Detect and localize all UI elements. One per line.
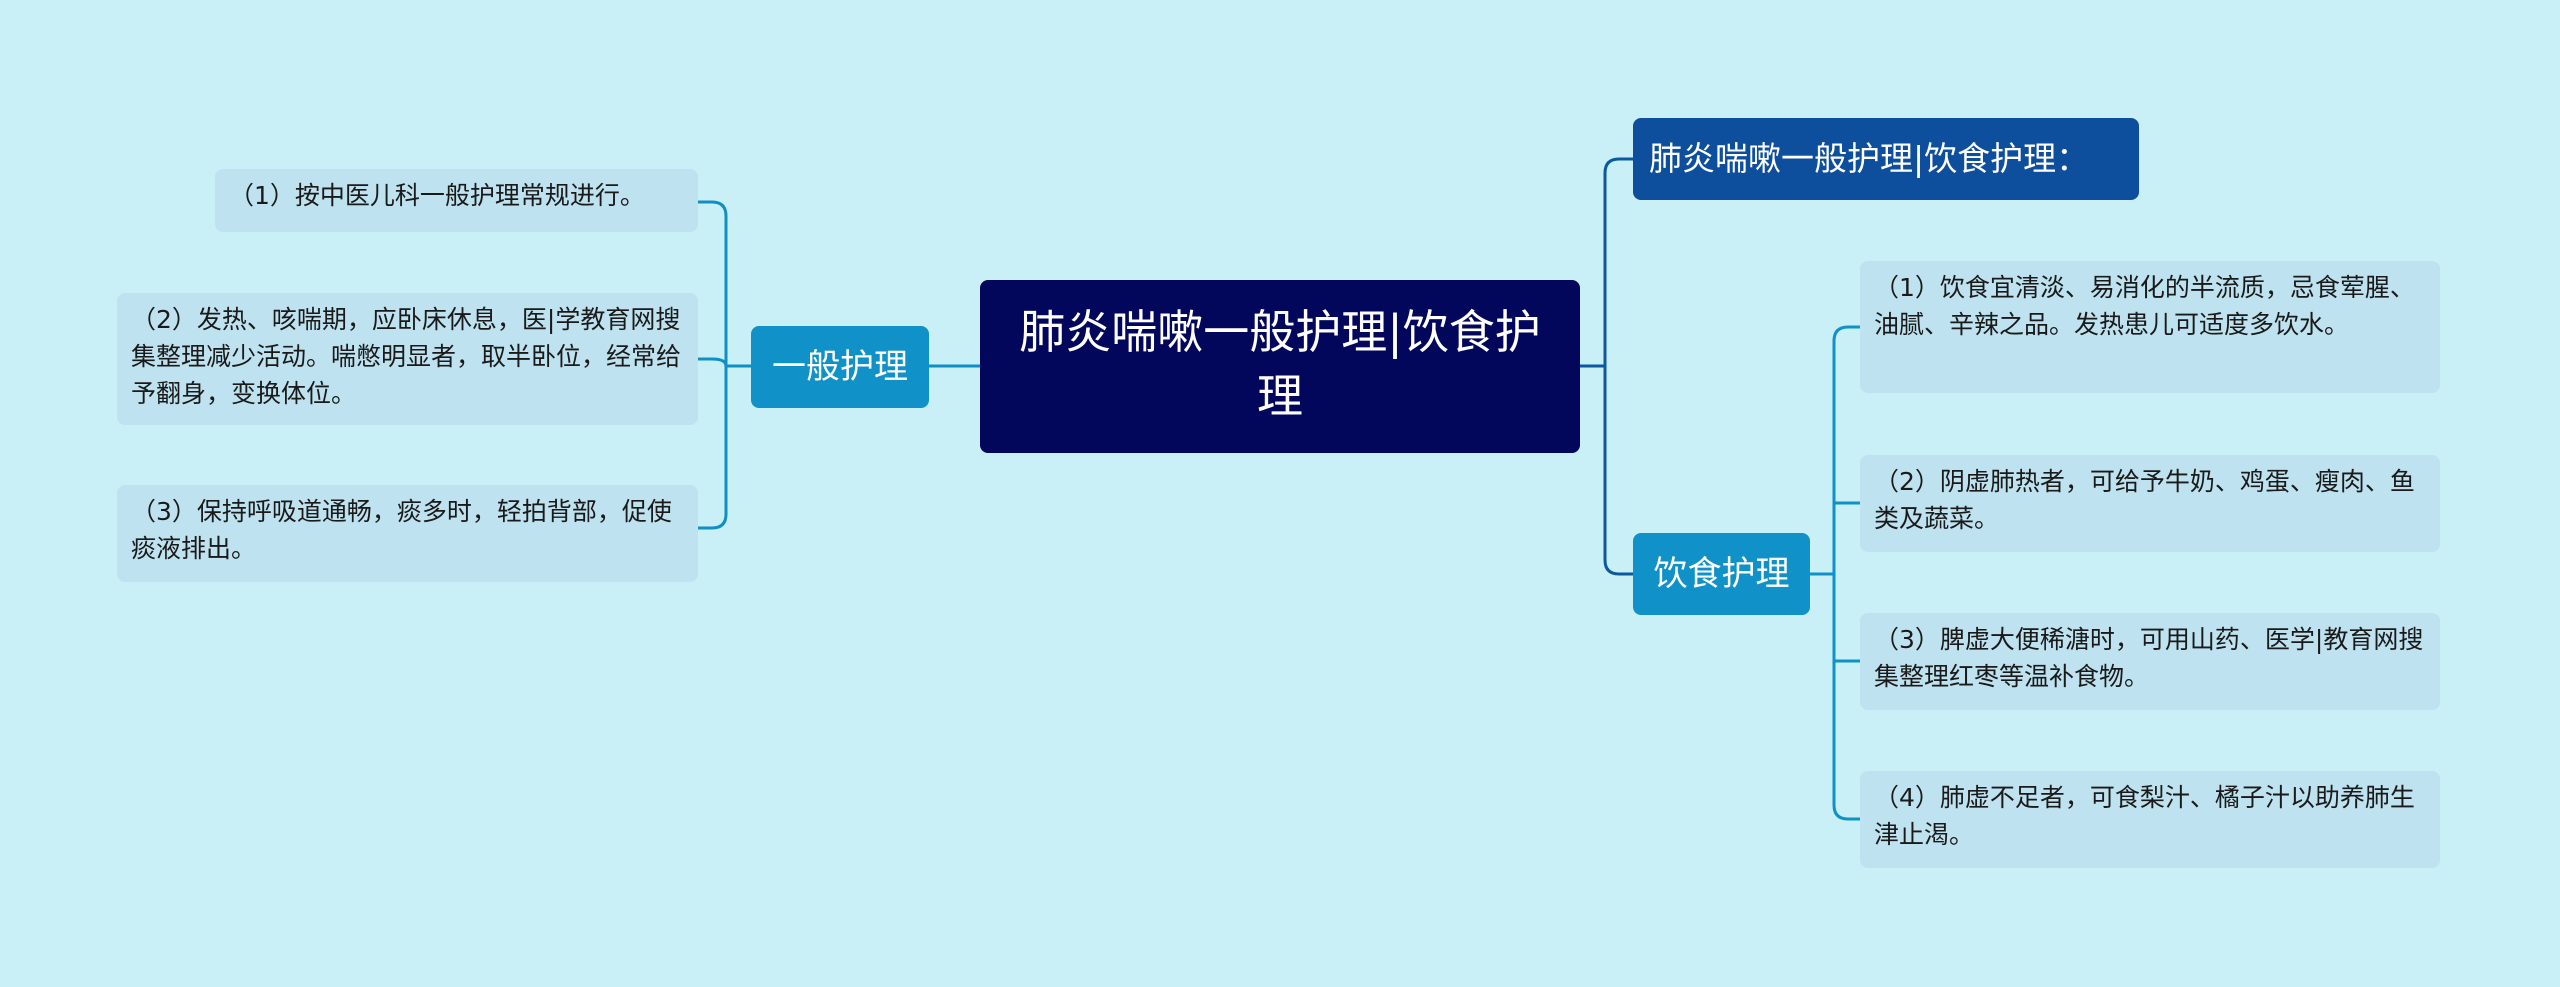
general-item-3[interactable]: （3）保持呼吸道通畅，痰多时，轻拍背部，促使痰液排出。: [117, 485, 698, 582]
diet-item-3[interactable]: （3）脾虚大便稀溏时，可用山药、医学|教育网搜集整理红枣等温补食物。: [1860, 613, 2440, 710]
diet-item-1[interactable]: （1）饮食宜清淡、易消化的半流质，忌食荤腥、油腻、辛辣之品。发热患儿可适度多饮水…: [1860, 261, 2440, 393]
diet-item-4[interactable]: （4）肺虚不足者，可食梨汁、橘子汁以助养肺生津止渴。: [1860, 771, 2440, 868]
branch-diet-care[interactable]: 饮食护理: [1633, 533, 1810, 615]
branch-general-care[interactable]: 一般护理: [751, 326, 929, 408]
connector-diet-items: [1808, 325, 1862, 821]
branch-overview[interactable]: 肺炎喘嗽一般护理|饮食护理：: [1633, 118, 2139, 200]
general-item-1[interactable]: （1）按中医儿科一般护理常规进行。: [215, 169, 698, 232]
connector-general-items: [696, 200, 753, 530]
root-topic[interactable]: 肺炎喘嗽一般护理|饮食护理: [980, 280, 1580, 453]
diet-item-2[interactable]: （2）阴虚肺热者，可给予牛奶、鸡蛋、瘦肉、鱼类及蔬菜。: [1860, 455, 2440, 552]
connector-root-right: [1578, 157, 1635, 576]
general-item-2[interactable]: （2）发热、咳喘期，应卧床休息，医|学教育网搜集整理减少活动。喘憋明显者，取半卧…: [117, 293, 698, 425]
